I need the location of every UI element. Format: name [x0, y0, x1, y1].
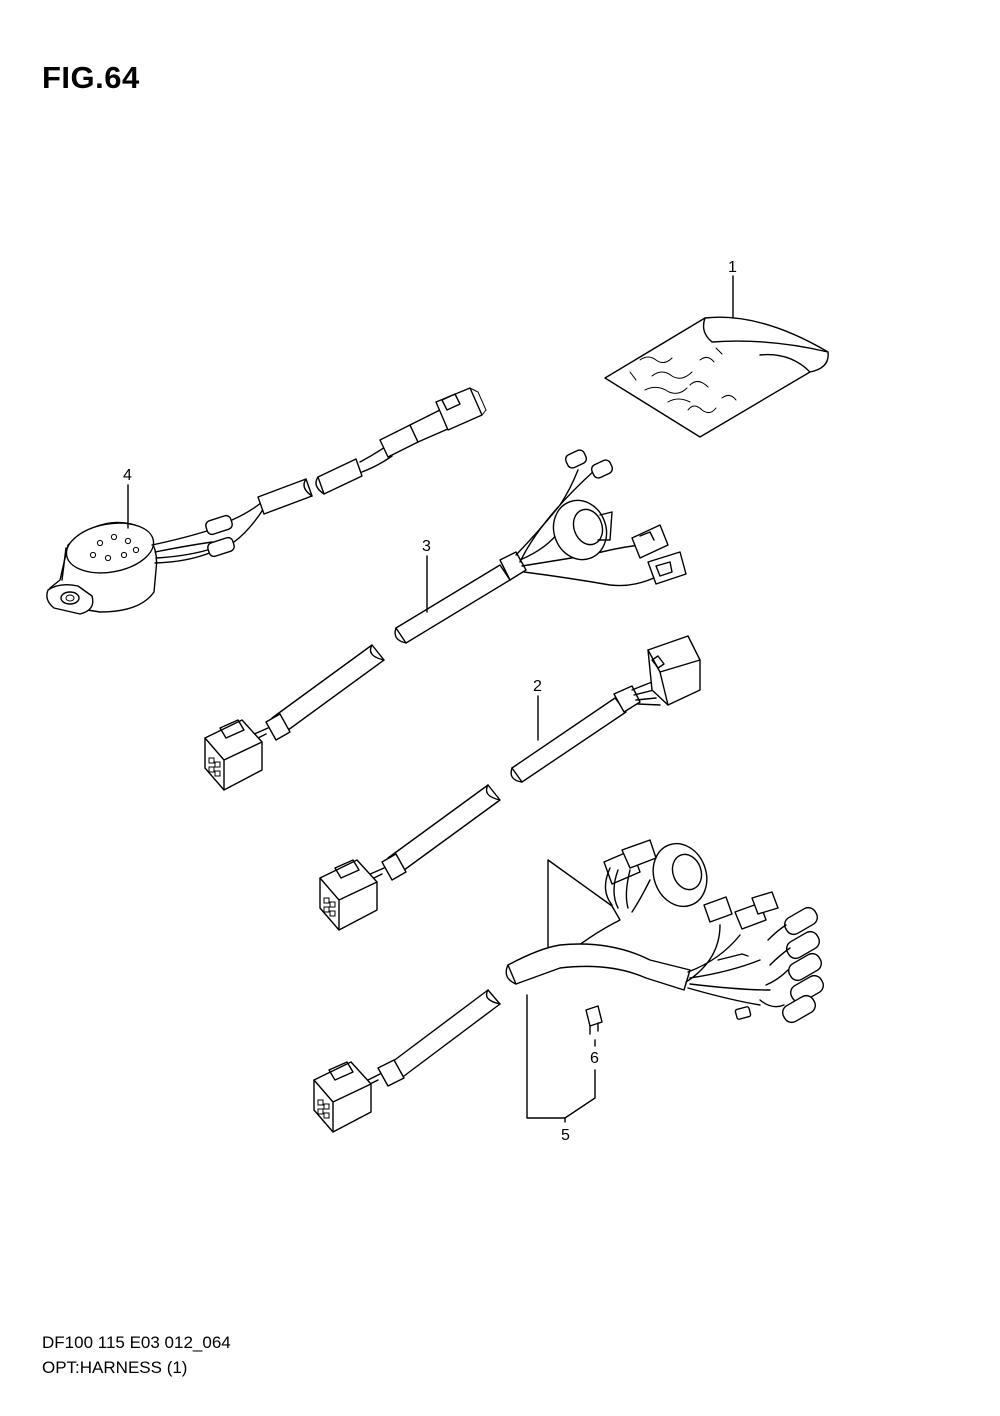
drawing-code: DF100 115 E03 012_064	[42, 1333, 231, 1352]
callout-5: 5	[561, 1127, 570, 1144]
callout-6: 6	[590, 1050, 599, 1067]
figure-title: FIG.64	[42, 60, 140, 95]
callout-2: 2	[533, 678, 542, 695]
callout-3: 3	[422, 538, 431, 555]
callout-1: 1	[728, 259, 737, 276]
drawing-caption: OPT:HARNESS (1)	[42, 1358, 188, 1377]
part-4-buzzer-harness[interactable]	[46, 387, 487, 615]
part-2-harness[interactable]	[319, 635, 701, 931]
callout-4: 4	[123, 467, 132, 484]
part-5-main-harness[interactable]	[313, 836, 826, 1133]
leader-lines	[127, 275, 734, 1123]
part-1-parts-bag[interactable]	[604, 316, 829, 438]
part-6-fuse[interactable]	[585, 1005, 603, 1035]
part-3-harness[interactable]	[204, 448, 687, 791]
